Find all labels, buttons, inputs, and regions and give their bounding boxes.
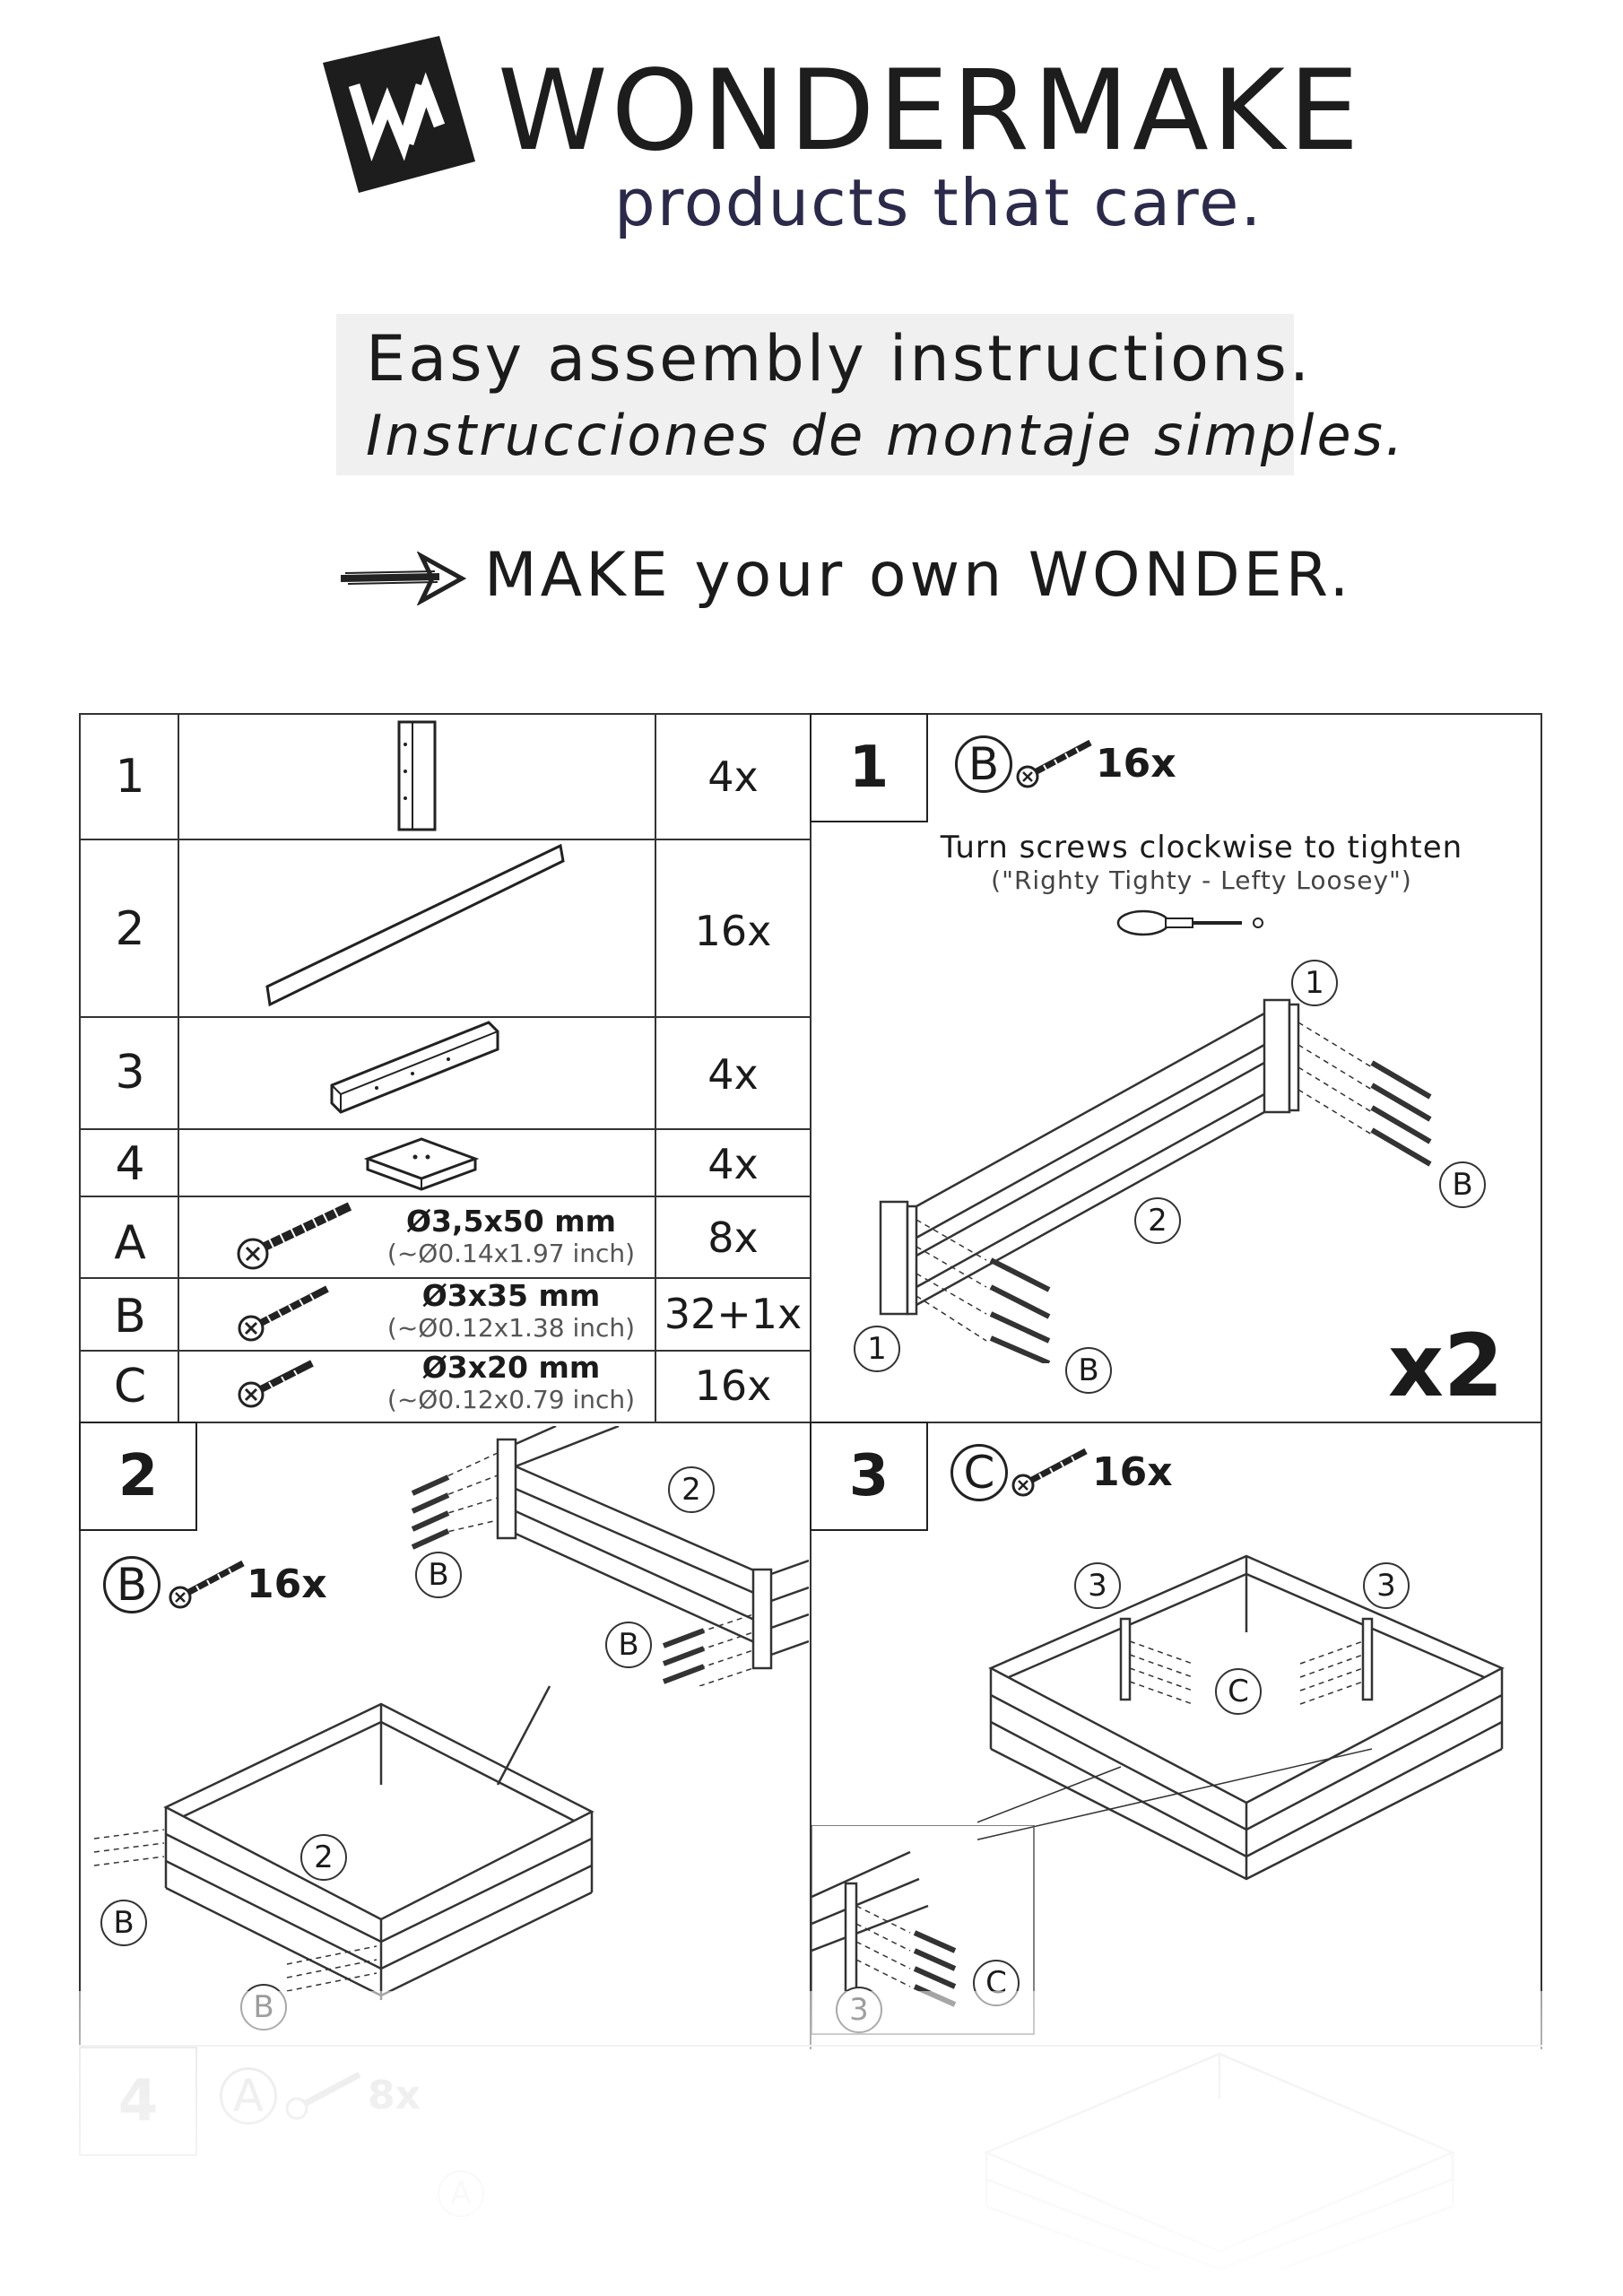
part-qty: 16x (694, 1361, 772, 1410)
step-number: 2 (79, 1422, 197, 1531)
part-qty: 16x (694, 907, 772, 955)
screw-count: 16x (1092, 1449, 1173, 1495)
label-screw-b: B (415, 1552, 462, 1598)
part-id: 3 (115, 1046, 145, 1100)
screw-c-mm: Ø3x20 mm (421, 1350, 601, 1385)
screw-type-badge: B (103, 1556, 161, 1613)
screw-b-inch: (~Ø0.12x1.38 inch) (386, 1313, 636, 1343)
arrow-icon (341, 552, 466, 605)
label-post: 1 (1291, 960, 1338, 1006)
part-qty: 4x (707, 752, 759, 801)
screw-type-badge: C (950, 1444, 1008, 1501)
step-2-top-drawing (411, 1426, 809, 1686)
screw-a-spec: Ø3,5x50 mm (~Ø0.14x1.97 inch) (377, 1206, 646, 1266)
part-id: 2 (115, 902, 145, 956)
step-number: 1 (810, 713, 928, 822)
title-spanish: Instrucciones de montaje simples. (366, 403, 1406, 468)
screw-icon (1011, 1448, 1088, 1497)
step-number: 3 (810, 1422, 928, 1531)
label-rail: 2 (300, 1834, 347, 1881)
label-rail: 2 (1134, 1197, 1181, 1244)
brand-tagline: products that care. (614, 165, 1263, 240)
tighten-tip-sub: ("Righty Tighty - Lefty Loosey") (991, 865, 1412, 895)
label-brace: 3 (1074, 1562, 1121, 1609)
cap-illustration (363, 1137, 480, 1191)
screw-type-badge: B (955, 735, 1012, 793)
part-id: 4 (115, 1137, 145, 1191)
label-screw-b: B (1065, 1347, 1112, 1394)
part-id: B (114, 1290, 146, 1344)
step-1-assembly-drawing (879, 998, 1432, 1363)
part-qty: 8x (707, 1213, 759, 1262)
label-rail: 2 (668, 1466, 715, 1513)
screw-a-inch: (~Ø0.14x1.97 inch) (386, 1239, 636, 1268)
label-screw-b: B (605, 1622, 652, 1668)
label-screw-b: B (1439, 1161, 1486, 1208)
title-english: Easy assembly instructions. (366, 322, 1313, 396)
screw-count: 16x (1096, 741, 1176, 787)
part-qty: 32+1x (664, 1290, 803, 1338)
part-qty: 4x (707, 1050, 759, 1099)
screw-b-spec: Ø3x35 mm (~Ø0.12x1.38 inch) (377, 1281, 646, 1341)
page-fade-overlay (0, 1991, 1623, 2296)
title-banner (336, 314, 1294, 475)
part-id: 1 (115, 750, 145, 804)
multiplier: x2 (1388, 1316, 1504, 1416)
screw-c-spec: Ø3x20 mm (~Ø0.12x0.79 inch) (377, 1352, 646, 1413)
step-3-box-drawing (977, 1554, 1505, 1881)
brand-name: WONDERMAKE (498, 47, 1363, 176)
screw-a-mm: Ø3,5x50 mm (406, 1204, 616, 1239)
rail-illustration (265, 843, 565, 1007)
part-id: A (114, 1216, 146, 1270)
screw-b-mm: Ø3x35 mm (421, 1278, 601, 1313)
label-screw-b: B (100, 1900, 147, 1946)
part-qty: 4x (707, 1140, 759, 1188)
label-post: 1 (854, 1326, 900, 1372)
post-illustration (397, 720, 437, 831)
screw-c-icon (238, 1360, 314, 1408)
brace-illustration (330, 1021, 499, 1114)
part-id: C (113, 1360, 147, 1413)
tighten-tip: Turn screws clockwise to tighten (940, 830, 1463, 865)
motto: MAKE your own WONDER. (484, 540, 1353, 611)
screw-count: 16x (247, 1561, 327, 1607)
screw-icon (1016, 739, 1092, 788)
step-2-box-drawing (93, 1685, 595, 2000)
screwdriver-icon (1116, 909, 1263, 936)
screw-icon (169, 1560, 245, 1609)
screw-c-inch: (~Ø0.12x0.79 inch) (386, 1385, 636, 1414)
label-brace: 3 (1363, 1562, 1410, 1609)
label-screw-c: C (1215, 1668, 1262, 1715)
screw-a-icon (237, 1202, 352, 1270)
screw-b-icon (238, 1285, 329, 1342)
wondermake-logo-mark (323, 36, 475, 193)
